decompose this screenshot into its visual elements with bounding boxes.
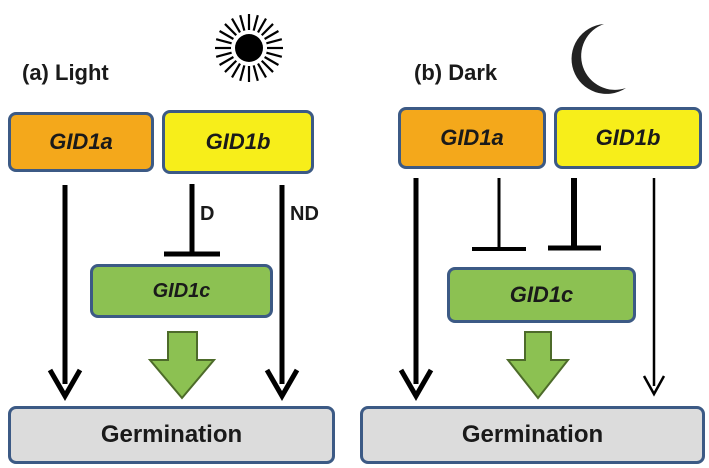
sun-ray xyxy=(224,59,238,73)
sun-icon xyxy=(215,14,283,82)
sun-ray xyxy=(264,56,279,66)
gid1c-box-b: GID1c xyxy=(447,267,636,323)
sun-ray xyxy=(239,65,246,82)
sun-ray xyxy=(266,51,283,58)
sun-ray xyxy=(264,30,279,40)
sun-ray xyxy=(257,18,267,33)
germination-box-b: Germination xyxy=(360,406,705,464)
sun-ray xyxy=(219,30,234,40)
panel-a-label: (a) Light xyxy=(22,60,109,85)
sun-ray xyxy=(260,59,274,73)
arrow-gid1a-to-germination-a xyxy=(47,185,83,402)
inhibition-gid1b-to-gid1c-b xyxy=(548,178,601,251)
edge-label-nd: ND xyxy=(290,203,319,225)
sun-ray xyxy=(252,65,259,82)
sun-ray xyxy=(224,23,238,37)
inhibition-gid1b-to-gid1c-a xyxy=(164,184,220,257)
sun-ray xyxy=(215,51,232,58)
gid1a-box-a: GID1a xyxy=(8,112,154,172)
gid1b-box-a: GID1b xyxy=(162,110,314,174)
sun-ray xyxy=(257,63,267,78)
arrow-gid1b-to-germination-a xyxy=(264,185,300,402)
sun-ray xyxy=(266,38,283,45)
edge-label-d: D xyxy=(200,203,215,225)
sun-ray xyxy=(239,14,246,31)
sun-ray xyxy=(252,14,259,31)
gid1a-box-b: GID1a xyxy=(398,107,546,169)
gid1c-box-a: GID1c xyxy=(90,264,273,318)
germination-box-a: Germination xyxy=(8,406,335,464)
sun-ray xyxy=(231,18,241,33)
sun-ray xyxy=(260,23,274,37)
green-arrow-gid1c-to-germination-a xyxy=(147,331,217,400)
sun-ray xyxy=(215,38,232,45)
sun-ray xyxy=(231,63,241,78)
moon-icon xyxy=(571,24,626,94)
panel-b-label: (b) Dark xyxy=(414,60,498,85)
inhibition-gid1a-to-gid1c-b xyxy=(472,178,526,251)
arrow-gid1b-to-germination-b xyxy=(642,178,666,397)
gid1b-box-b: GID1b xyxy=(554,107,702,169)
green-arrow-gid1c-to-germination-b xyxy=(505,331,571,400)
arrow-gid1a-to-germination-b xyxy=(398,178,434,402)
sun-ray xyxy=(219,56,234,66)
